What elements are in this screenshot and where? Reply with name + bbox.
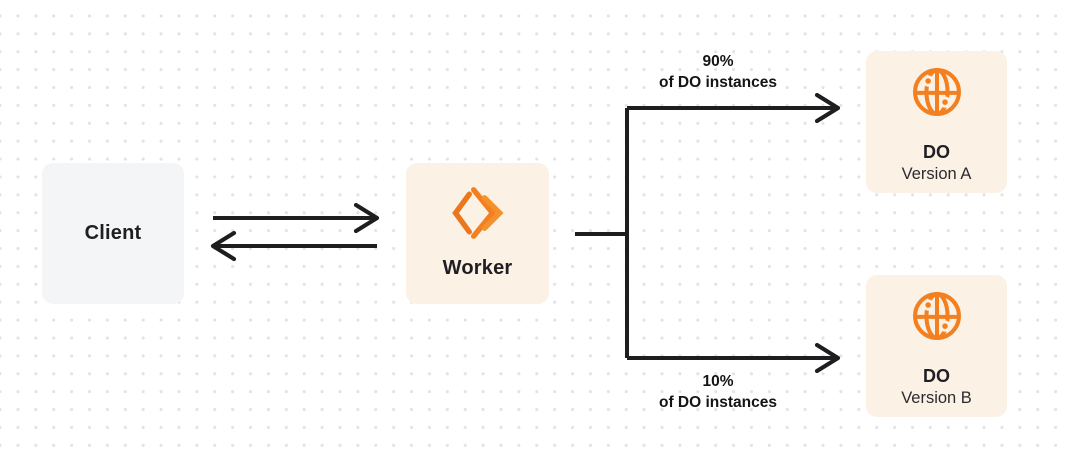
branch-a-label: 90% of DO instances (618, 52, 818, 93)
worker-node: Worker (406, 163, 549, 304)
client-node: Client (42, 163, 184, 304)
globe-icon (910, 289, 964, 343)
do-version-a-node: DO Version A (866, 51, 1007, 193)
branch-a-percent: 90% (702, 53, 734, 70)
do-a-title: DO (923, 142, 950, 162)
client-label: Client (84, 222, 142, 244)
workers-brackets-icon (447, 184, 509, 242)
do-version-b-node: DO Version B (866, 275, 1007, 417)
branch-b-caption: of DO instances (659, 393, 777, 411)
branch-b-arrow (627, 342, 841, 374)
do-b-subtitle: Version B (901, 389, 972, 407)
worker-split-line (575, 108, 629, 358)
branch-b-percent: 10% (702, 373, 734, 390)
worker-to-client-arrow (210, 230, 377, 262)
branch-b-label: 10% of DO instances (618, 372, 818, 413)
do-b-title: DO (923, 366, 950, 386)
client-to-worker-arrow (213, 202, 380, 234)
branch-a-caption: of DO instances (659, 73, 777, 91)
globe-icon (910, 65, 964, 119)
do-a-subtitle: Version A (901, 165, 972, 183)
worker-label: Worker (442, 257, 513, 279)
branch-a-arrow (627, 92, 841, 124)
